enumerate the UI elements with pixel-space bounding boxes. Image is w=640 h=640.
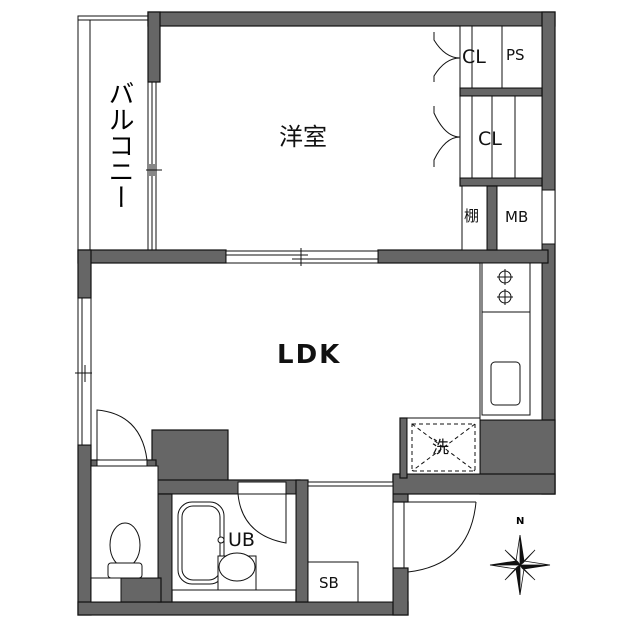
wall-washer-bottom [392, 473, 556, 495]
wall-bath-entrance [295, 479, 309, 603]
wall-shelf-divider [459, 177, 543, 187]
bath-door-swing [237, 493, 287, 544]
closet-top [459, 25, 503, 89]
wall-closet-divider [459, 87, 543, 97]
washer-area [406, 417, 481, 475]
room-label-closet-mid: CL [478, 128, 502, 150]
wall-mid-right [377, 249, 549, 264]
washbasin-icon [217, 552, 257, 591]
kitchen-sink-icon [490, 361, 521, 406]
room-label-shelf: 棚 [464, 207, 480, 225]
entrance-door-swing [407, 501, 477, 573]
washer-pan-icon [411, 423, 476, 472]
room-label-balcony: バルコニー [104, 80, 134, 210]
room-label-western: 洋室 [279, 123, 327, 151]
room-label-washer: 洗 [432, 438, 449, 458]
sliding-window-mid [225, 250, 379, 264]
toilet-icon [107, 522, 143, 579]
shoe-box [307, 561, 359, 603]
shelf [461, 185, 488, 251]
room-label-closet-top: CL [462, 46, 486, 68]
toilet-door-swing [96, 409, 148, 461]
gas-stove-icon [497, 269, 513, 305]
room-label-ps: PS [506, 46, 525, 64]
wall-ldk-left-lower [77, 444, 92, 616]
wall-ldk-left-upper [77, 249, 92, 299]
wall-top [147, 11, 556, 27]
room-label-ldk: LDK [277, 340, 342, 370]
closet-mid [459, 95, 543, 179]
compass-north-label: N [516, 516, 525, 527]
wall-washer-left [399, 417, 408, 479]
wall-mb-left [486, 185, 498, 251]
compass-rose-icon [489, 534, 551, 596]
room-label-mb: MB [505, 208, 529, 226]
bathtub-icon [177, 501, 225, 585]
pipe-space [501, 25, 543, 89]
balcony-outline [77, 15, 149, 251]
meter-box [496, 185, 543, 251]
wall-bottom [77, 601, 409, 616]
room-label-ub: UB [228, 529, 255, 551]
wall-entrance-right [392, 567, 409, 616]
room-label-sb: SB [319, 574, 339, 592]
wall-yoshitsu-left [147, 11, 161, 83]
wall-mid-left [77, 249, 227, 264]
